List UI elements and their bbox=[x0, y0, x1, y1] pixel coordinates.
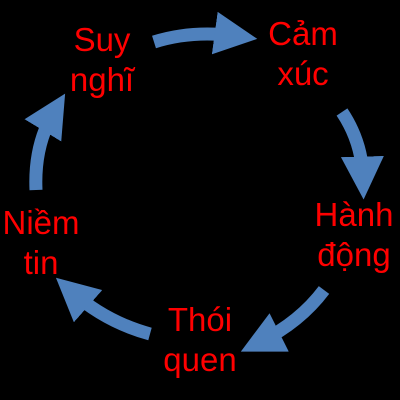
node-label-line1: Hành bbox=[314, 196, 394, 233]
node-hanh-dong: Hành động bbox=[306, 195, 400, 275]
node-label-line1: Cảm bbox=[268, 15, 338, 52]
node-label-line2: xúc bbox=[277, 55, 329, 92]
node-label-line2: tin bbox=[23, 244, 59, 281]
node-label-line1: Suy bbox=[73, 21, 131, 58]
arrow-cam-xuc-to-hanh-dong bbox=[336, 108, 384, 200]
node-label-line1: Thói bbox=[167, 301, 233, 338]
node-thoi-quen: Thói quen bbox=[150, 300, 250, 380]
arrow-suy-nghi-to-cam-xuc bbox=[152, 11, 258, 55]
node-label-line2: quen bbox=[163, 341, 237, 378]
node-label-line2: nghĩ bbox=[69, 61, 135, 98]
arrow-niem-tin-to-suy-nghi bbox=[24, 93, 66, 191]
arrow-hanh-dong-to-thoi-quen bbox=[240, 286, 330, 352]
node-label-line1: Niềm bbox=[2, 204, 80, 241]
node-label-line2: động bbox=[317, 236, 391, 273]
arrow-thoi-quen-to-niem-tin bbox=[55, 277, 152, 341]
node-cam-xuc: Cảm xúc bbox=[248, 14, 358, 94]
node-niem-tin: Niềm tin bbox=[0, 203, 88, 283]
node-suy-nghi: Suy nghĩ bbox=[52, 20, 152, 100]
